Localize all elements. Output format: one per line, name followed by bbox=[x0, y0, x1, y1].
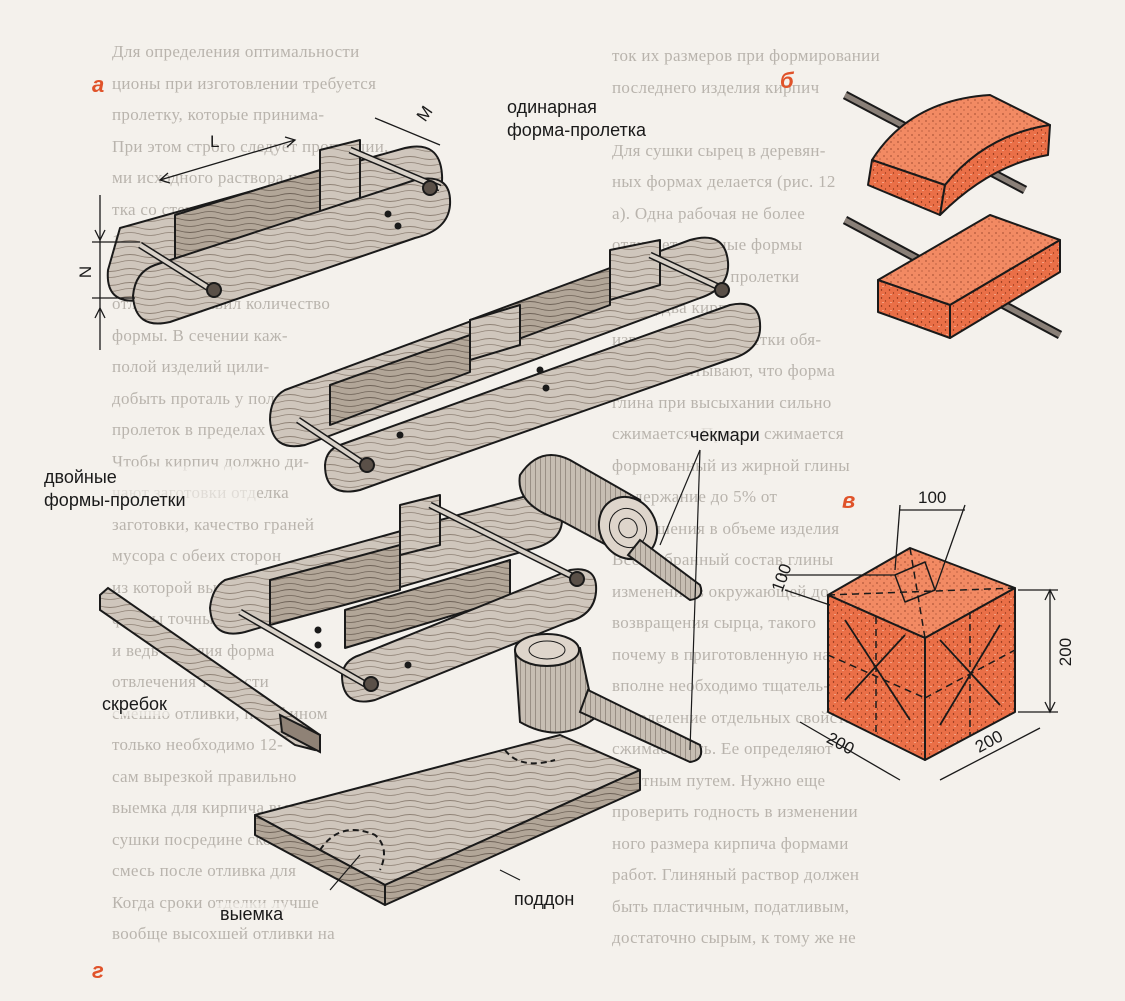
background-text-left-line: ционы при изготовлении требуется bbox=[112, 73, 377, 93]
single-form-label: одинарная форма-пролетка bbox=[505, 96, 709, 142]
cube-dimension-height: 200 bbox=[1056, 637, 1076, 667]
double-forms-label-line2: формы-пролетки bbox=[44, 490, 186, 510]
background-text-right-line: (содержание до 5% от bbox=[612, 487, 778, 506]
section-letter-v: в bbox=[842, 488, 856, 513]
dimension-L: L bbox=[210, 132, 220, 151]
background-text-left-line: мусора с обеих сторон bbox=[112, 546, 282, 565]
background-text-right-line: ных формах делается (рис. 12 bbox=[612, 172, 836, 191]
rectangular-brick-sample-drawing bbox=[842, 214, 1063, 339]
tray-leader-lines bbox=[329, 854, 521, 891]
background-text-right-line: быть пластичным, податливым, bbox=[612, 896, 850, 916]
background-text-right-line: почему в приготовленную на bbox=[612, 644, 831, 664]
background-text-left-line: Для определения оптимальности bbox=[112, 42, 360, 61]
background-text-right-line: изменения в окружающей до bbox=[612, 581, 829, 601]
long-double-form-drawing bbox=[269, 236, 762, 493]
background-text-left-line: полой изделий цили- bbox=[112, 357, 270, 376]
single-form-drawing bbox=[106, 139, 452, 325]
background-text-right-line: формованный из жирной глины bbox=[612, 455, 850, 475]
background-text-right-line: вполне необходимо тщатель- bbox=[612, 676, 830, 695]
background-text-left-line: пролеток в пределах bbox=[112, 420, 266, 439]
background-text-right-line: достаточно сырым, к тому же не bbox=[612, 928, 857, 947]
double-forms-label: двойные формы-пролетки bbox=[42, 466, 256, 512]
single-form-dimensions bbox=[92, 117, 441, 350]
mallet-lower-drawing bbox=[513, 633, 703, 764]
background-text-left-line: формы. В сечении каж- bbox=[112, 325, 288, 345]
background-text-left-line: только необходимо 12- bbox=[112, 735, 284, 754]
background-text-right-line: Для сушки сырец в деревян- bbox=[612, 140, 826, 160]
section-letter-b: б bbox=[780, 68, 794, 93]
background-text-left-line: ми исходного раствора не- bbox=[112, 168, 312, 187]
background-text-left-line: пролетку, которые принима- bbox=[112, 105, 325, 124]
background-text-right-line: проверить годность в изменении bbox=[612, 802, 858, 821]
tray-drawing bbox=[254, 734, 641, 906]
background-text-left-line: Чтобы кирпич должно ди- bbox=[112, 451, 310, 471]
cube-dimension-lines bbox=[780, 504, 1058, 781]
single-form-label-line1: одинарная bbox=[507, 97, 597, 117]
section-letter-a: а bbox=[92, 72, 105, 97]
background-text-right-line: ного размера кирпича формами bbox=[612, 833, 849, 853]
background-text-right-line: глина при высыхании сильно bbox=[612, 392, 832, 412]
section-letter-g: г bbox=[92, 958, 104, 983]
tray-label: поддон bbox=[512, 888, 577, 911]
background-text-right-line: определение отдельных свойств bbox=[612, 707, 854, 727]
background-text-right-line: последнего изделия кирпич bbox=[612, 77, 820, 97]
mallets-leader-lines bbox=[659, 449, 701, 751]
background-text-right-line: опытным путем. Нужно еще bbox=[612, 770, 826, 790]
mallets-label: чекмари bbox=[688, 424, 762, 447]
cube-sample-drawing bbox=[827, 547, 1016, 761]
background-text-left-line: добыть проталь у пол по bbox=[112, 388, 298, 408]
background-text-left-line: заготовки, качество граней bbox=[112, 514, 315, 534]
cube-dimension-top: 100 bbox=[918, 488, 947, 507]
recess-label: выемка bbox=[218, 903, 286, 926]
background-text-left-line: сам вырезкой правильно bbox=[112, 766, 297, 786]
scraper-drawing bbox=[99, 586, 322, 754]
double-forms-label-line1: двойные bbox=[44, 467, 117, 487]
background-text-right-line: работ. Глиняный раствор должен bbox=[612, 865, 860, 884]
dimension-N: N bbox=[76, 265, 96, 279]
scraper-label: скребок bbox=[100, 693, 169, 716]
background-text-right-line: ток их размеров при формировании bbox=[612, 46, 880, 65]
short-double-form-drawing bbox=[209, 492, 598, 703]
background-text-left-line: вообще высохшей отливки на bbox=[112, 924, 335, 943]
mallet-upper-drawing bbox=[518, 454, 703, 602]
background-text-right-line: возвращения сырца, такого bbox=[612, 613, 817, 632]
single-form-label-line2: форма-пролетка bbox=[507, 120, 647, 140]
arched-brick-sample-drawing bbox=[842, 91, 1051, 216]
background-text-left-line: смесь после отливка для bbox=[112, 861, 297, 880]
background-text-right-line: а). Одна рабочая не более bbox=[612, 203, 806, 223]
